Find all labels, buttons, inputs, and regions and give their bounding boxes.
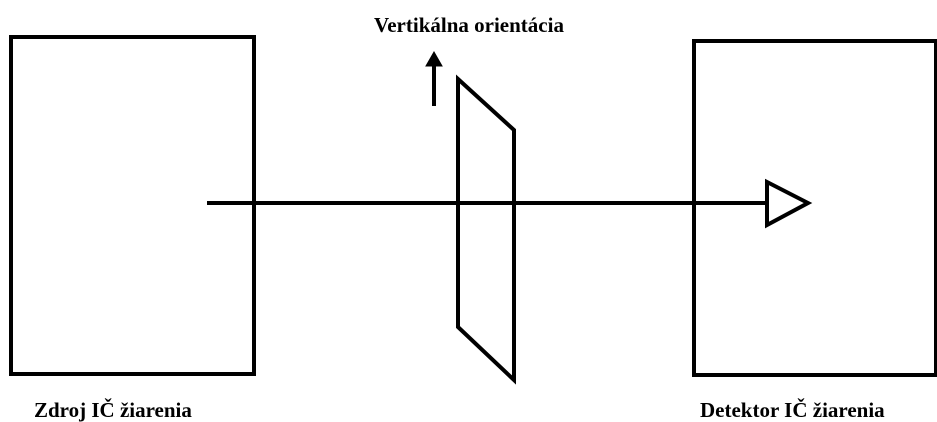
beam-arrowhead [765, 178, 813, 229]
ir-detector-box [692, 39, 937, 377]
ir-source-box [9, 35, 256, 376]
polarizer-plate [456, 74, 516, 385]
vertical-orientation-arrow-head [425, 50, 443, 67]
orientation-label: Vertikálna orientácia [374, 13, 564, 37]
source-label: Zdroj IČ žiarenia [34, 398, 192, 422]
detector-label: Detektor IČ žiarenia [700, 398, 885, 422]
